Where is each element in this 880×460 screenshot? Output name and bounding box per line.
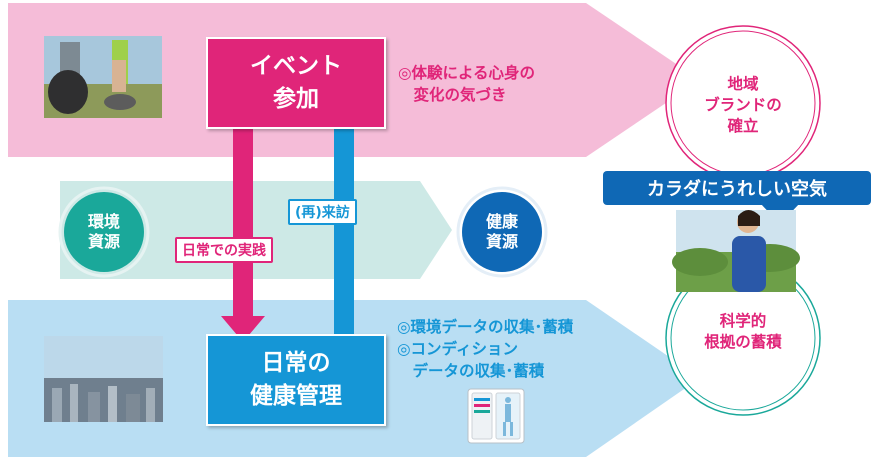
device-photo: [467, 388, 525, 444]
health-resource-circle: [462, 192, 542, 272]
brand-line2: ブランドの: [704, 95, 782, 114]
event-box-line1: イベント: [250, 53, 342, 79]
speech-bubble-text: カラダにうれしい空気: [647, 179, 827, 200]
daily-note-line3: データの収集･蓄積: [397, 362, 545, 380]
science-line1: 科学的: [719, 312, 767, 330]
woman-photo: [672, 210, 800, 292]
event-box: [206, 37, 386, 129]
practice-arrow: [221, 120, 265, 342]
health-resource-text: 健康 資源: [462, 192, 542, 272]
event-note: ◎体験による心身の 変化の気づき: [398, 62, 535, 106]
daily-box-line1: 日常の: [261, 350, 331, 376]
env-resource-line2: 資源: [87, 232, 120, 251]
daily-note-line1: ◎環境データの収集･蓄積: [397, 318, 574, 336]
brand-line1: 地域: [727, 74, 759, 93]
env-resource-text: 環境 資源: [64, 192, 144, 272]
hiking-photo: [44, 36, 162, 118]
health-resource-line1: 健康: [485, 212, 518, 231]
daily-note-line2: ◎コンディション: [397, 340, 518, 358]
health-resource-line2: 資源: [485, 232, 518, 251]
daily-box: [206, 334, 386, 426]
revisit-label: (再)来訪: [288, 199, 357, 225]
event-note-line2: 変化の気づき: [398, 86, 507, 104]
event-box-text: イベント 参加: [206, 37, 386, 129]
env-resource-line1: 環境: [87, 212, 120, 231]
science-line2: 根拠の蓄積: [704, 333, 782, 351]
brand-circle-text: 地域 ブランドの 確立: [680, 68, 806, 142]
science-circle-text: 科学的 根拠の蓄積: [680, 306, 806, 358]
env-resource-circle: [64, 192, 144, 272]
daily-note: ◎環境データの収集･蓄積 ◎コンディション データの収集･蓄積: [397, 316, 573, 382]
event-box-line2: 参加: [273, 86, 319, 112]
brand-line3: 確立: [727, 116, 759, 135]
daily-box-text: 日常の 健康管理: [206, 334, 386, 426]
event-note-line1: ◎体験による心身の: [398, 64, 536, 82]
practice-label: 日常での実践: [175, 237, 273, 263]
daily-box-line2: 健康管理: [250, 383, 342, 409]
city-photo: [44, 336, 163, 422]
